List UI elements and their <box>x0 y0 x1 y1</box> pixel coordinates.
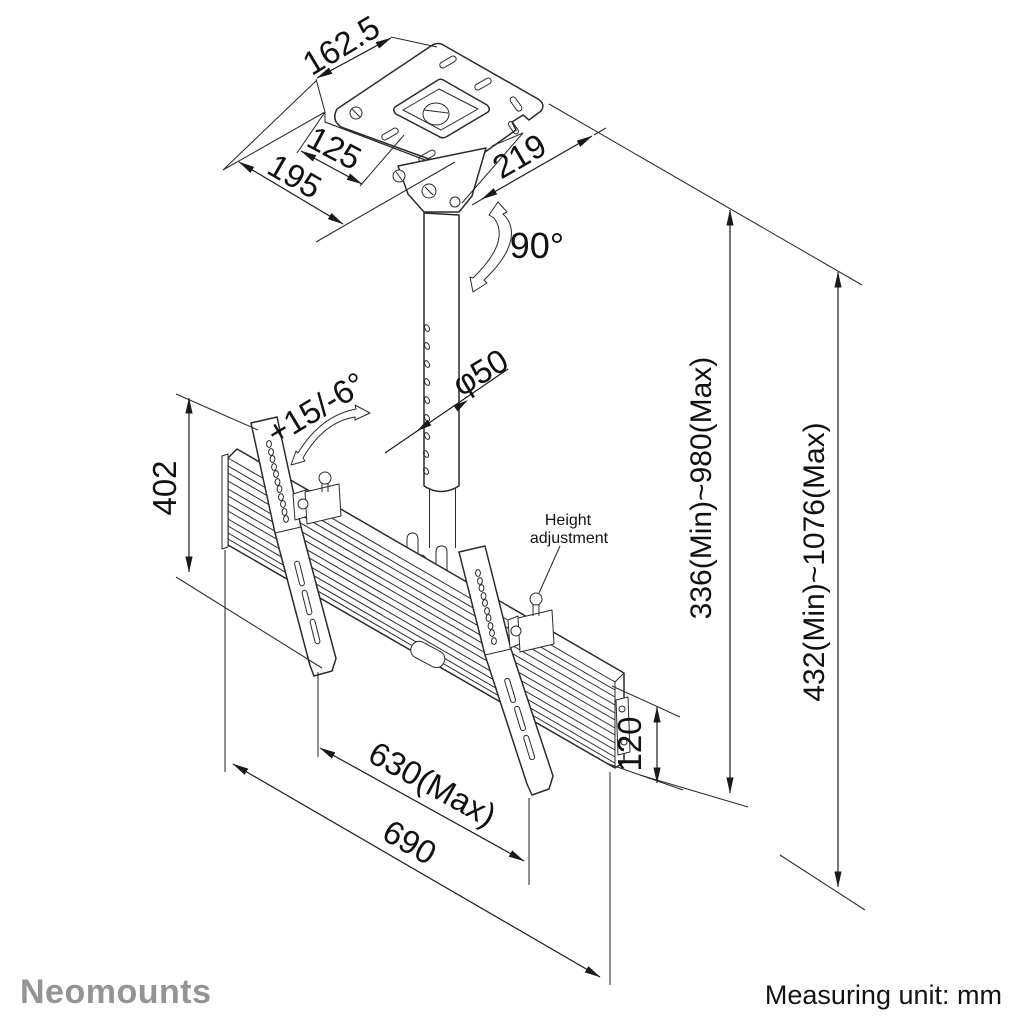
rail-clamp <box>410 640 446 669</box>
dim-bracket-height: 402 <box>146 460 183 515</box>
right-arm-bolt <box>510 625 522 637</box>
right-arm-mount-block <box>507 592 555 653</box>
dim-total-drop-min-max: 432(Min)~1076(Max) <box>798 422 831 701</box>
height-adjustment-screw-head <box>529 592 543 606</box>
left-arm-mount-block <box>292 471 342 525</box>
plate-screw-slot <box>351 108 361 118</box>
dimension-lines <box>185 37 842 978</box>
dim-swivel-angle: 90° <box>510 225 564 266</box>
right-arm-holes <box>475 569 497 645</box>
inner-pole <box>429 486 456 548</box>
left-arm-bar <box>250 416 337 677</box>
dim-line-pole-diameter <box>384 368 509 454</box>
right-arm-slots <box>504 677 536 761</box>
bracket-body <box>397 147 487 213</box>
pole-bracket <box>392 132 524 213</box>
plate-center-hole <box>422 102 450 126</box>
left-arm-bend <box>274 526 302 534</box>
dim-line-195 <box>238 161 344 225</box>
rail-left-endcap <box>221 453 229 550</box>
plate-center-hole-chord <box>423 109 449 114</box>
right-bracket-arm <box>458 545 555 796</box>
plate-slots <box>381 55 523 163</box>
height-adjustment-leader <box>538 545 561 594</box>
left-arm-bolt <box>297 498 309 510</box>
brand-logo: Neomounts <box>20 973 212 1011</box>
dim-drop-min-max: 336(Min)~980(Max) <box>685 357 718 620</box>
right-arm-bend <box>484 648 512 656</box>
rail-edges <box>227 457 625 768</box>
dim-line-219 <box>481 135 593 200</box>
dim-line-690 <box>232 763 601 978</box>
pole <box>406 212 460 586</box>
plate-center-boss-rim <box>402 88 479 131</box>
left-arm-slots <box>294 560 321 645</box>
swivel-arrow <box>469 201 512 293</box>
plate-center-boss <box>392 78 491 139</box>
measuring-unit-note: Measuring unit: mm <box>765 980 1002 1010</box>
height-adjustment-screw-shaft <box>532 604 540 616</box>
left-arm-screw-head <box>318 471 332 485</box>
bracket-bolt <box>449 196 461 208</box>
left-arm-screw-shaft <box>321 483 329 492</box>
outer-pole <box>423 212 460 493</box>
dim-rail-depth: 120 <box>611 716 648 771</box>
tilt-arrow <box>290 404 371 466</box>
left-arm-holes <box>266 440 289 523</box>
dim-rail-length: 690 <box>377 812 443 872</box>
footer: Neomounts Measuring unit: mm <box>20 973 1002 1011</box>
height-adjustment-label-line1: Height <box>545 512 592 529</box>
dim-plate-depth: 162.5 <box>296 8 386 82</box>
dim-bracket-spread-max: 630(Max) <box>363 734 503 834</box>
dim-line-162-5 <box>316 37 392 79</box>
left-bracket-arm <box>250 416 342 677</box>
height-adjustment-label-line2: adjustment <box>530 530 609 547</box>
